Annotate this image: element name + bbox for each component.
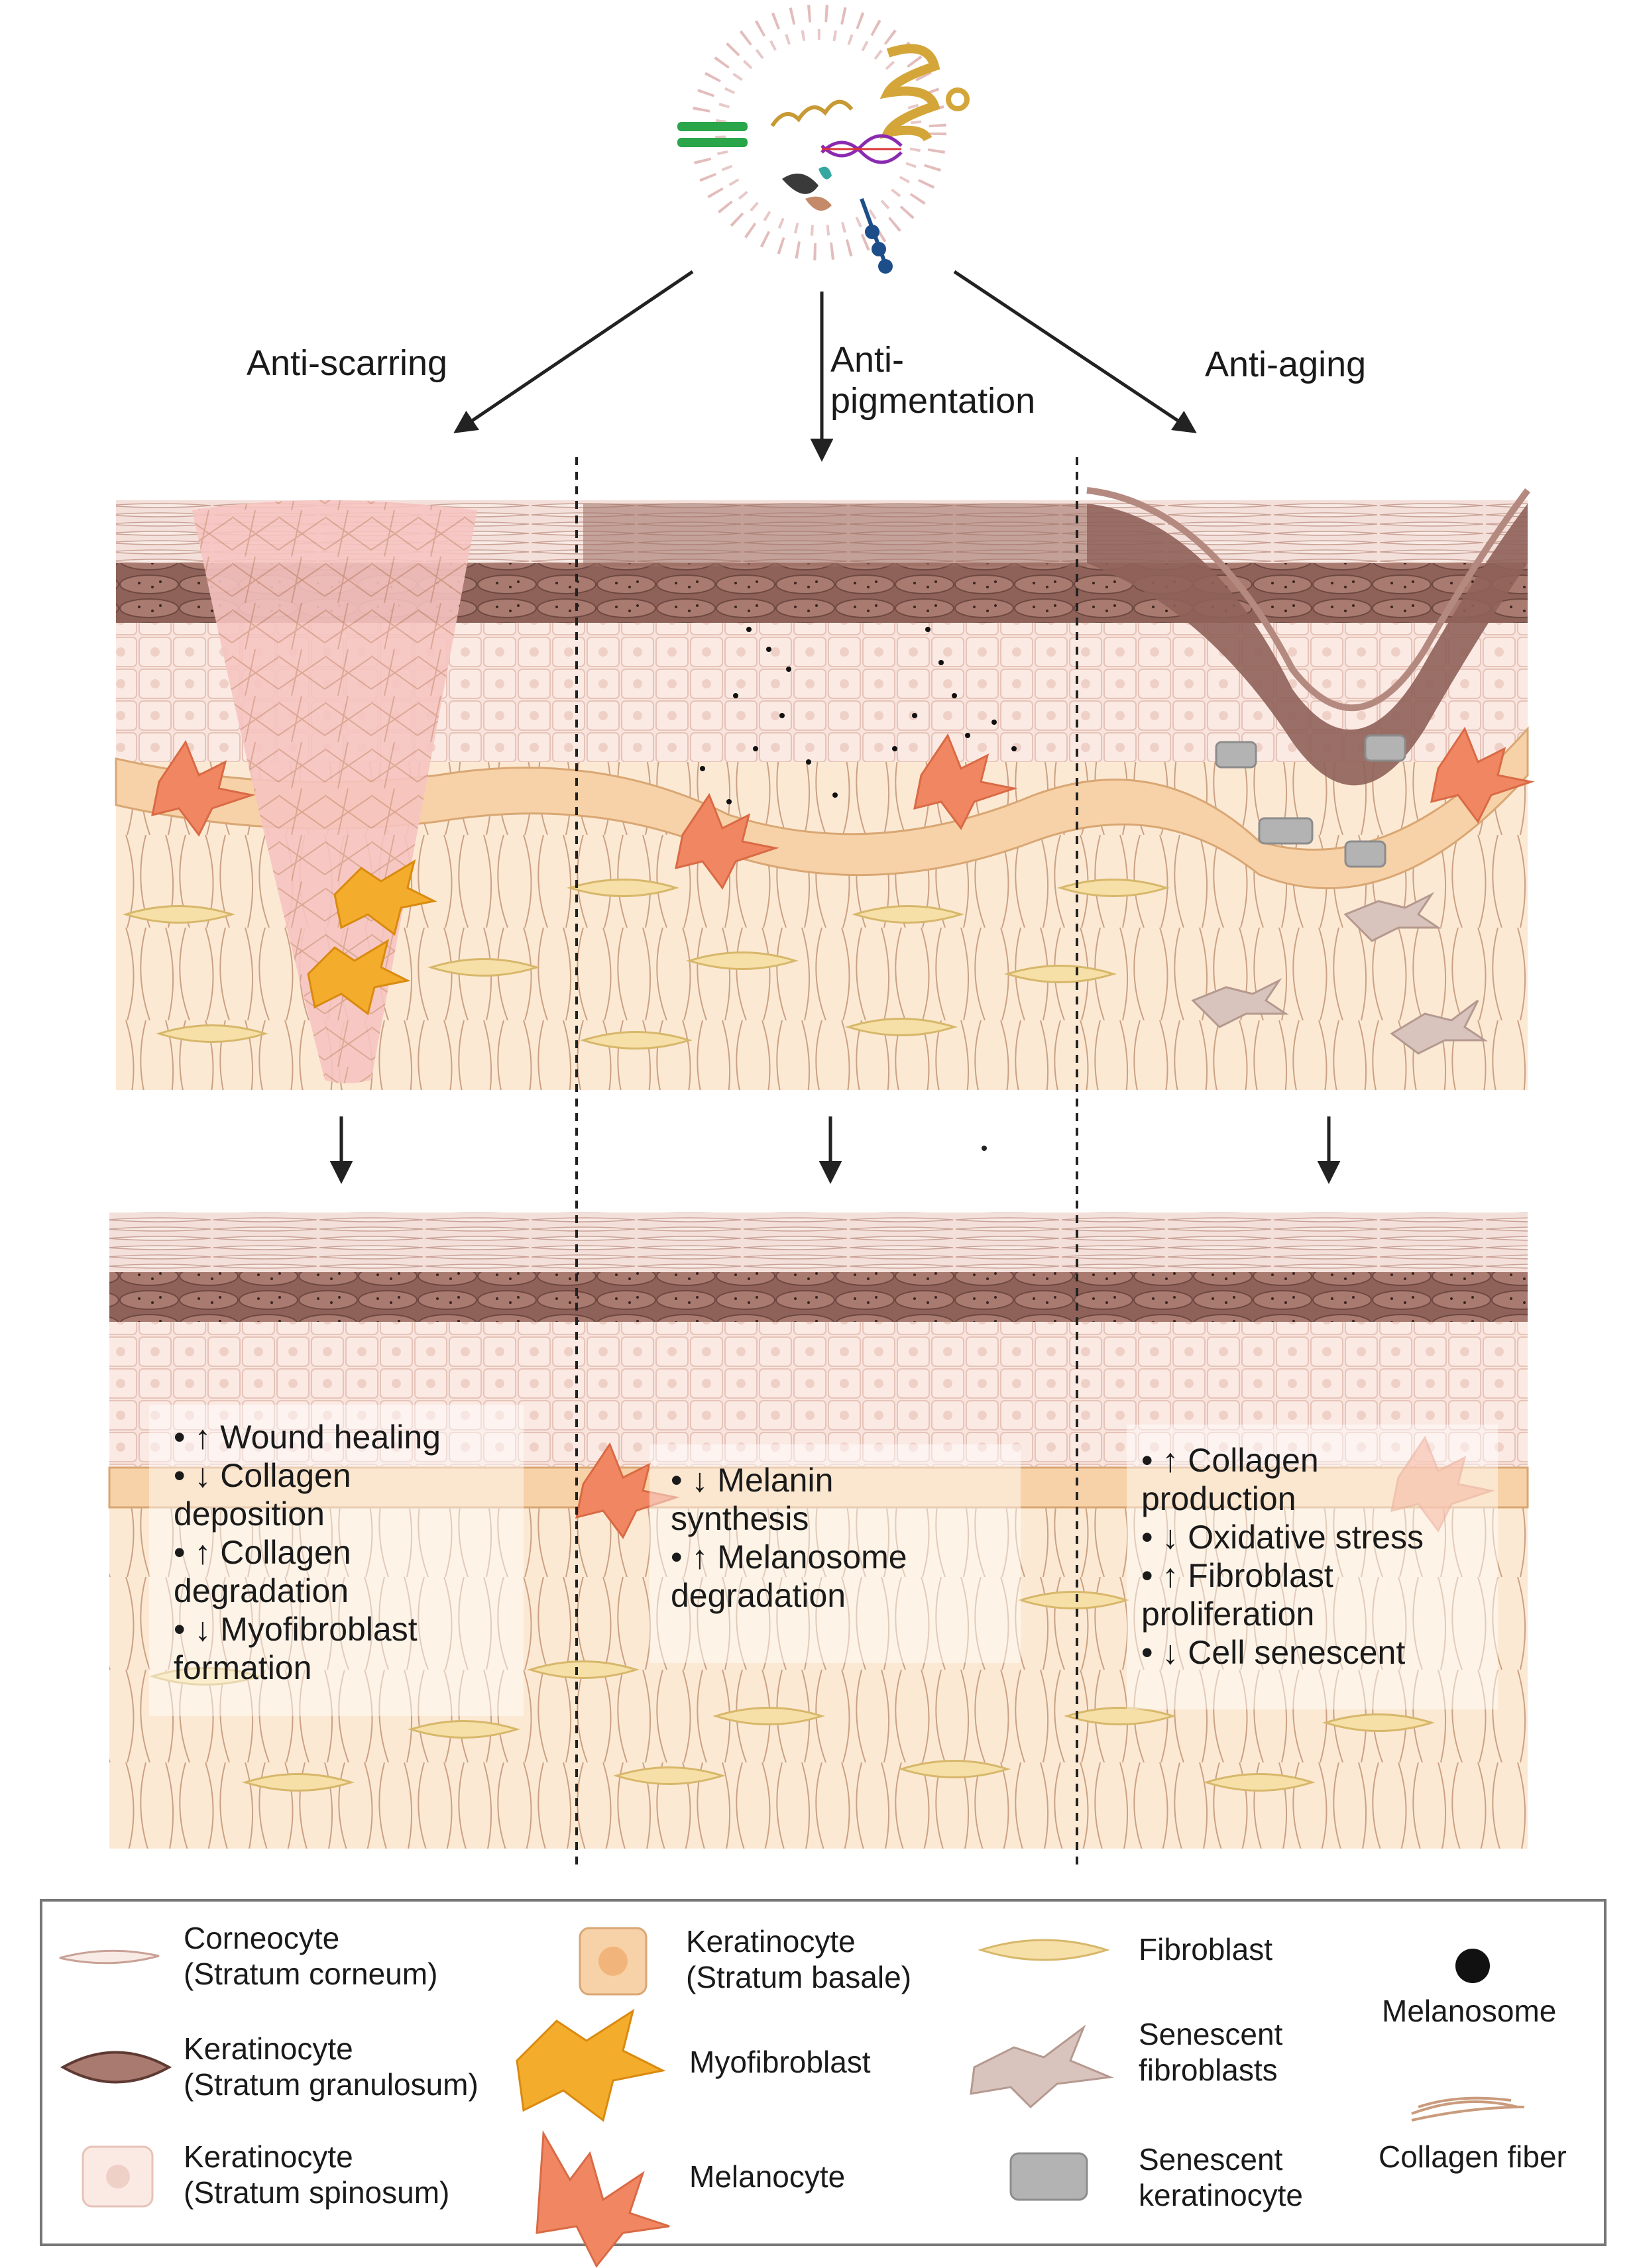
lipid-cargo-icon (782, 174, 818, 194)
receptor-icon (879, 44, 970, 142)
skin-after-panel (108, 1213, 1529, 1849)
senescent-fibroblast-cell (1191, 892, 1488, 1055)
legend-senescent-fibroblasts-label: Senescent fibroblasts (1139, 2017, 1283, 2087)
legend-box (40, 1899, 1607, 2268)
collagen-fiber-icon (1411, 2096, 1525, 2122)
legend-granulosum-label: Keratinocyte (Stratum granulosum) (184, 2031, 479, 2102)
membrane-protein-icon (677, 122, 748, 147)
legend-basale-label: Keratinocyte (Stratum basale) (686, 1924, 912, 1994)
fibroblast-icon (978, 1939, 1110, 1961)
label-anti-aging: Anti-aging (1205, 345, 1367, 384)
fibroblast-cell (148, 1591, 1436, 1792)
senescent-fibroblast-icon (970, 2024, 1114, 2109)
melanosome-icon (1455, 1949, 1490, 1983)
myofibroblast-icon (516, 2008, 666, 2122)
arrow-anti-scarring (453, 270, 694, 433)
section-dividers (575, 457, 1078, 1865)
extracellular-vesicle (677, 5, 970, 274)
legend-myofibroblast-label: Myofibroblast (689, 2045, 871, 2079)
legend-spinosum-label: Keratinocyte (Stratum spinosum) (184, 2139, 450, 2210)
melanocyte-icon (536, 2130, 670, 2268)
mirna-icon (770, 99, 854, 127)
legend-senescent-keratinocyte-label: Senescent keratinocyte (1139, 2142, 1304, 2212)
melanosome-dots (700, 627, 1017, 804)
scar-tissue (192, 500, 477, 1083)
senescent-keratinocyte-icon (1009, 2152, 1088, 2201)
down-arrows (329, 1116, 1341, 1184)
myofibroblast-cell (307, 859, 437, 1016)
melanocyte-cell (151, 726, 1535, 890)
fibroblast-cell (122, 879, 1170, 1050)
stratum-basale-layer (108, 1466, 1529, 1509)
anti-aging-outcomes: • ↑ Collagen production • ↓ Oxidative st… (1141, 1442, 1424, 1671)
skin-before-panel (115, 487, 1535, 1090)
label-anti-pigmentation: Anti- pigmentation (830, 340, 1036, 421)
legend-fibroblast-label: Fibroblast (1139, 1932, 1272, 1967)
legend-melanocyte-label: Melanocyte (689, 2159, 846, 2194)
dna-icon (820, 134, 903, 164)
corneocyte-icon (59, 1949, 160, 1965)
granular-keratinocyte-icon (60, 2051, 172, 2084)
legend-collagen-fiber-label: Collagen fiber (1379, 2139, 1567, 2174)
chain-protein-icon (860, 197, 893, 274)
senescent-keratinocyte-cell (1215, 734, 1406, 868)
stratum-spinosum-layer (109, 1322, 1528, 1468)
legend-melanosome-label: Melanosome (1382, 1994, 1557, 2028)
anti-scarring-outcomes: • ↑ Wound healing • ↓ Collagen depositio… (174, 1419, 441, 1686)
stratum-corneum-layer (109, 1213, 1528, 1272)
arrow-anti-aging (953, 270, 1197, 433)
anti-pigmentation-outcomes: • ↓ Melanin synthesis • ↑ Melanosome deg… (671, 1462, 907, 1614)
melanocyte-cell (575, 1435, 1495, 1539)
stratum-granulosum-layer (109, 1272, 1528, 1322)
legend-corneocyte-label: Corneocyte (Stratum corneum) (184, 1921, 438, 1991)
label-anti-scarring: Anti-scarring (247, 343, 448, 383)
effect-arrows (453, 270, 1197, 462)
